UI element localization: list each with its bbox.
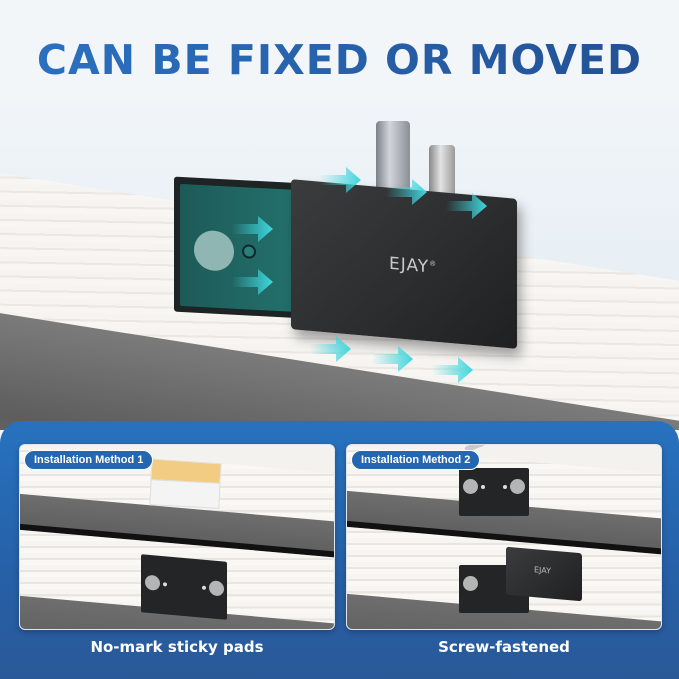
arrow-right-icon (232, 215, 274, 242)
screw-hole-icon (202, 585, 206, 590)
magnetic-holder-bracket (174, 176, 304, 319)
method-badge: Installation Method 1 (24, 450, 154, 470)
arrow-right-icon (232, 268, 274, 295)
screw-hole-icon (163, 582, 167, 587)
screw-hole-icon (481, 485, 485, 489)
screwdriver-icon (464, 445, 503, 452)
mounting-plate (459, 468, 529, 516)
magnet-icon (463, 479, 478, 494)
magnet-icon (463, 576, 478, 591)
magnet-pad-icon (194, 229, 234, 272)
arrow-right-icon (320, 166, 362, 193)
magnet-icon (209, 580, 224, 597)
magnet-icon (510, 479, 525, 494)
brand-logo: EJAY® (389, 253, 438, 278)
hero-product-scene: EJAY® (0, 100, 679, 430)
arrow-right-icon (386, 178, 428, 205)
screw-icon (242, 244, 256, 259)
usb-hub-device: EJAY (506, 546, 582, 602)
method-badge: Installation Method 2 (351, 450, 481, 470)
mounting-plate (141, 554, 227, 620)
method-2-card: EJAY Installation Method 2 (346, 444, 662, 630)
brand-logo: EJAY (534, 565, 552, 576)
arrow-right-icon (310, 335, 352, 362)
installation-methods-panel: Installation Method 1 EJAY Installation … (0, 421, 679, 679)
method-2-caption: Screw-fastened (438, 638, 570, 656)
arrow-right-icon (432, 356, 474, 383)
method-1-card: Installation Method 1 (19, 444, 335, 630)
magnet-icon (145, 574, 160, 591)
method-1-caption: No-mark sticky pads (90, 638, 264, 656)
arrow-right-icon (372, 345, 414, 372)
page-headline: CAN BE FIXED OR MOVED (0, 36, 679, 84)
arrow-right-icon (446, 192, 488, 219)
adhesive-backing-icon (149, 479, 221, 509)
screw-hole-icon (503, 485, 507, 489)
